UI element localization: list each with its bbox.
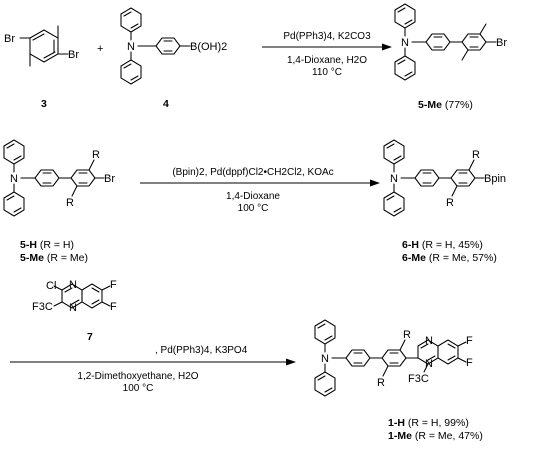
atom-n: N (401, 37, 409, 49)
row3-conditions-bottom-1: 1,2-Dimethoxyethane, H2O (77, 371, 198, 382)
row2-conditions-bottom-1: 1,4-Dioxane (226, 191, 280, 202)
atom-f-bottom: F (110, 301, 117, 313)
row1-conditions-bottom-1: 1,4-Dioxane, H2O (287, 55, 367, 66)
compound-6me-label: 6-Me (R = Me, 57%) (402, 252, 497, 264)
compound-7-structure: Cl N N F F F3C (32, 279, 117, 314)
row3-conditions-bottom-2: 100 °C (123, 383, 154, 394)
row2-conditions-bottom-2: 100 °C (238, 203, 269, 214)
plus-sign: + (97, 43, 103, 55)
row1-conditions-top: Pd(PPh3)4, K2CO3 (283, 31, 371, 42)
compound-5h-label: 5-H (R = H) (20, 239, 74, 251)
atom-n-quinoxaline-top: N (425, 335, 433, 347)
atom-n: N (390, 173, 398, 185)
cf3-group: F3C (408, 373, 429, 385)
atom-br-right: Br (68, 49, 79, 61)
compound-5-structure: N R R Br (3, 139, 115, 217)
compound-3-structure: Br Br (4, 25, 79, 67)
atom-n-top: N (69, 279, 77, 291)
reaction-arrow-1-head (382, 43, 392, 51)
atom-f-bottom: F (466, 357, 473, 369)
row3-conditions-top: , Pd(PPh3)4, K3PO4 (155, 345, 248, 356)
compound-6h-label: 6-H (R = H, 45%) (402, 239, 483, 251)
compound-6-structure: N R R Bpin (383, 139, 506, 217)
compound-1me-label: 1-Me (R = Me, 47%) (388, 430, 483, 442)
cf3-group: F3C (32, 301, 53, 313)
boronic-acid-group: B(OH)2 (190, 41, 227, 53)
reaction-arrow-2-head (370, 179, 380, 187)
atom-f-top: F (466, 335, 473, 347)
atom-r-top: R (472, 149, 480, 161)
atom-r-bottom: R (66, 197, 74, 209)
atom-n: N (10, 173, 18, 185)
product-5me-label: 5-Me (77%) (418, 99, 473, 111)
atom-n-quinoxaline-bottom: N (425, 358, 433, 370)
row1-conditions-bottom-2: 110 °C (312, 67, 342, 78)
atom-br: Br (496, 37, 507, 49)
reaction-arrow-3-head (286, 358, 296, 366)
row2-conditions-top: (Bpin)2, Pd(dppf)Cl2•CH2Cl2, KOAc (172, 167, 333, 178)
compound-3-label: 3 (41, 98, 47, 110)
atom-r-top: R (92, 149, 100, 161)
atom-n: N (321, 353, 329, 365)
compound-5me-label: 5-Me (R = Me) (20, 252, 88, 264)
atom-r-bottom: R (446, 197, 454, 209)
atom-r-bottom: R (377, 377, 385, 389)
atom-n-bottom: N (69, 302, 77, 314)
compound-4-label: 4 (163, 98, 169, 110)
atom-n: N (127, 41, 135, 53)
atom-br: Br (104, 173, 115, 185)
atom-br-left: Br (4, 33, 15, 45)
compound-7-label: 7 (87, 331, 93, 343)
compound-1-structure: N R R N N F F F3C (314, 319, 473, 397)
atom-r-top: R (403, 329, 411, 341)
atom-f-top: F (110, 279, 117, 291)
compound-4-structure: N B(OH)2 (120, 7, 227, 85)
atom-cl: Cl (46, 280, 56, 292)
compound-1h-label: 1-H (R = H, 99%) (388, 417, 469, 429)
bpin-group: Bpin (484, 173, 506, 185)
product-5me-structure: N Br (394, 3, 507, 81)
